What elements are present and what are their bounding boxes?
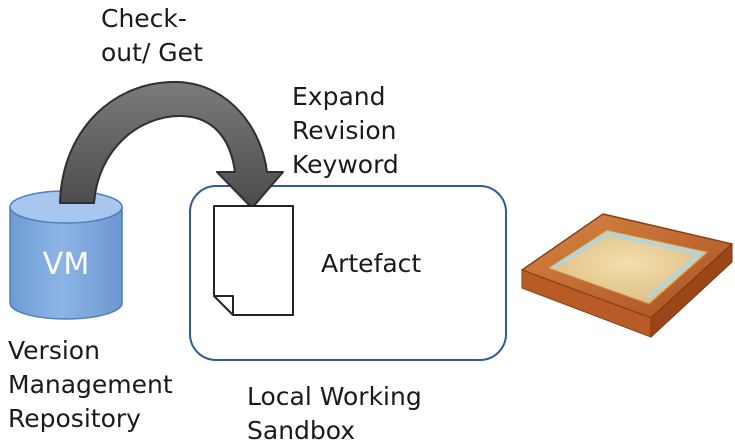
repository-caption-line-2: Management (8, 370, 173, 399)
sandbox-caption-line-1: Local Working (247, 382, 422, 411)
checkout-label-line-2: out/ Get (101, 38, 203, 67)
version-management-repository-caption: Version Management Repository (8, 334, 173, 436)
vm-label: VM (42, 247, 90, 282)
checkout-get-label: Check- out/ Get (101, 2, 203, 70)
repository-caption-line-3: Repository (8, 404, 141, 433)
document-icon (213, 205, 294, 316)
sandbox-caption-line-2: Sandbox (247, 416, 356, 445)
artefact-label: Artefact (321, 249, 422, 278)
expand-label-line-3: Keyword (292, 150, 399, 179)
local-working-sandbox-caption: Local Working Sandbox (247, 380, 422, 448)
checkout-arrow (59, 80, 284, 209)
sandbox-picture (521, 213, 733, 339)
checkout-label-line-1: Check- (101, 4, 187, 33)
expand-revision-keyword-label: Expand Revision Keyword (292, 80, 399, 182)
expand-label-line-1: Expand (292, 82, 386, 111)
repository-caption-line-1: Version (8, 336, 100, 365)
expand-label-line-2: Revision (292, 116, 397, 145)
